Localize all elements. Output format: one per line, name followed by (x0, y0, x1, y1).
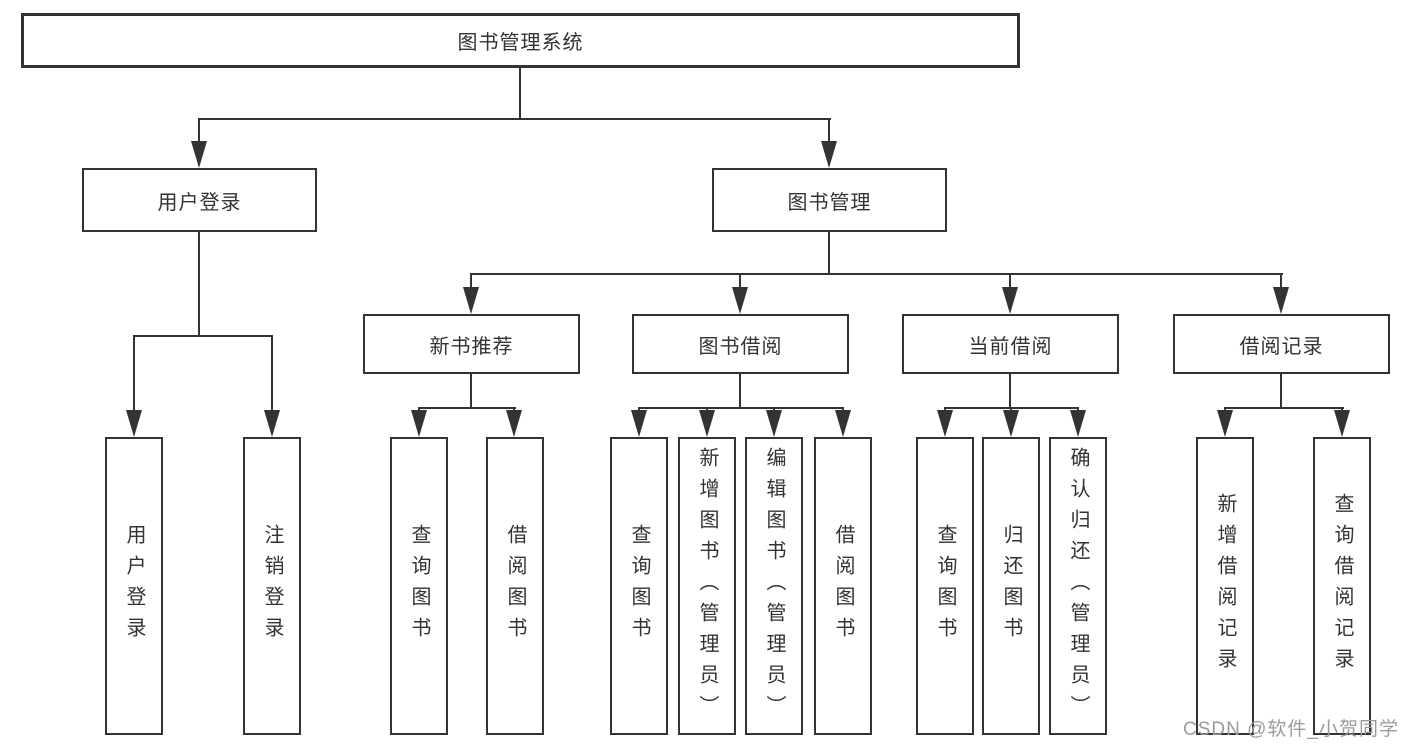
arrowhead-down-icon (1002, 287, 1018, 314)
arrowhead-down-icon (264, 410, 280, 437)
leaf-edit-books-admin: 编辑图书（管理员） (745, 437, 803, 735)
arrowhead-down-icon (1070, 410, 1086, 437)
connector-borrow-stub (739, 374, 741, 407)
node-current-borrow: 当前借阅 (902, 314, 1119, 374)
leaf-label: 新增借阅记录 (1214, 493, 1236, 679)
arrowhead-down-icon (126, 410, 142, 437)
arrowhead-down-icon (821, 141, 837, 168)
node-label: 图书借阅 (698, 335, 783, 358)
leaf-query-books-current: 查询图书 (916, 437, 974, 735)
arrowhead-down-icon (835, 410, 851, 437)
connector-root-stub (519, 68, 521, 118)
connector-user-login-stub (198, 232, 200, 335)
connector-records-rail (1224, 407, 1344, 409)
node-book-borrow: 图书借阅 (632, 314, 849, 374)
node-new-book-recommend: 新书推荐 (363, 314, 580, 374)
arrowhead-down-icon (631, 410, 647, 437)
connector-stem (1009, 273, 1011, 289)
connector-recommend-rail (418, 407, 516, 409)
connector-stem (198, 118, 200, 143)
arrowhead-down-icon (732, 287, 748, 314)
connector-stem (1280, 273, 1282, 289)
leaf-query-books-recommend: 查询图书 (390, 437, 448, 735)
leaf-add-borrow-record: 新增借阅记录 (1196, 437, 1254, 735)
node-label: 用户登录 (157, 191, 242, 214)
node-label: 图书管理 (787, 191, 872, 214)
connector-recommend-stub (470, 374, 472, 407)
leaf-borrow-books-recommend: 借阅图书 (486, 437, 544, 735)
leaf-label: 编辑图书（管理员） (763, 446, 785, 726)
connector-stem (271, 335, 273, 412)
leaf-query-borrow-record: 查询借阅记录 (1313, 437, 1371, 735)
node-label: 借阅记录 (1239, 335, 1324, 358)
connector-stem (470, 273, 472, 289)
leaf-logout: 注销登录 (243, 437, 301, 735)
leaf-label: 归还图书 (1000, 524, 1022, 648)
leaf-return-books: 归还图书 (982, 437, 1040, 735)
arrowhead-down-icon (1217, 410, 1233, 437)
leaf-label: 借阅图书 (832, 524, 854, 648)
leaf-label: 用户登录 (123, 524, 145, 648)
node-root-library-system: 图书管理系统 (21, 13, 1020, 68)
arrowhead-down-icon (463, 287, 479, 314)
leaf-label: 查询图书 (408, 524, 430, 648)
leaf-label: 查询借阅记录 (1331, 493, 1353, 679)
node-user-login: 用户登录 (82, 168, 317, 232)
csdn-watermark: CSDN @软件_小贺同学 (1183, 719, 1399, 740)
arrowhead-down-icon (191, 141, 207, 168)
leaf-label: 查询图书 (934, 524, 956, 648)
node-borrow-records: 借阅记录 (1173, 314, 1390, 374)
arrowhead-down-icon (766, 410, 782, 437)
leaf-label: 查询图书 (628, 524, 650, 648)
arrowhead-down-icon (411, 410, 427, 437)
connector-borrow-rail (638, 407, 844, 409)
leaf-confirm-return-admin: 确认归还（管理员） (1049, 437, 1107, 735)
leaf-label: 注销登录 (261, 524, 283, 648)
arrowhead-down-icon (1273, 287, 1289, 314)
connector-root-rail (198, 118, 831, 120)
leaf-user-login: 用户登录 (105, 437, 163, 735)
connector-book-mgmt-stub (828, 232, 830, 273)
node-book-management: 图书管理 (712, 168, 947, 232)
arrowhead-down-icon (1334, 410, 1350, 437)
node-label: 当前借阅 (968, 335, 1053, 358)
arrowhead-down-icon (1003, 410, 1019, 437)
leaf-query-books-borrow: 查询图书 (610, 437, 668, 735)
node-label: 图书管理系统 (457, 32, 584, 54)
arrowhead-down-icon (937, 410, 953, 437)
leaf-borrow-books: 借阅图书 (814, 437, 872, 735)
arrowhead-down-icon (699, 410, 715, 437)
leaf-label: 确认归还（管理员） (1067, 446, 1089, 726)
connector-records-stub (1280, 374, 1282, 407)
node-label: 新书推荐 (429, 335, 514, 358)
connector-user-login-rail (133, 335, 273, 337)
leaf-add-books-admin: 新增图书（管理员） (678, 437, 736, 735)
leaf-label: 借阅图书 (504, 524, 526, 648)
connector-stem (739, 273, 741, 289)
connector-current-stub (1009, 374, 1011, 407)
connector-book-mgmt-rail (470, 273, 1283, 275)
connector-stem (133, 335, 135, 412)
leaf-label: 新增图书（管理员） (696, 446, 718, 726)
connector-stem (828, 118, 830, 143)
arrowhead-down-icon (506, 410, 522, 437)
